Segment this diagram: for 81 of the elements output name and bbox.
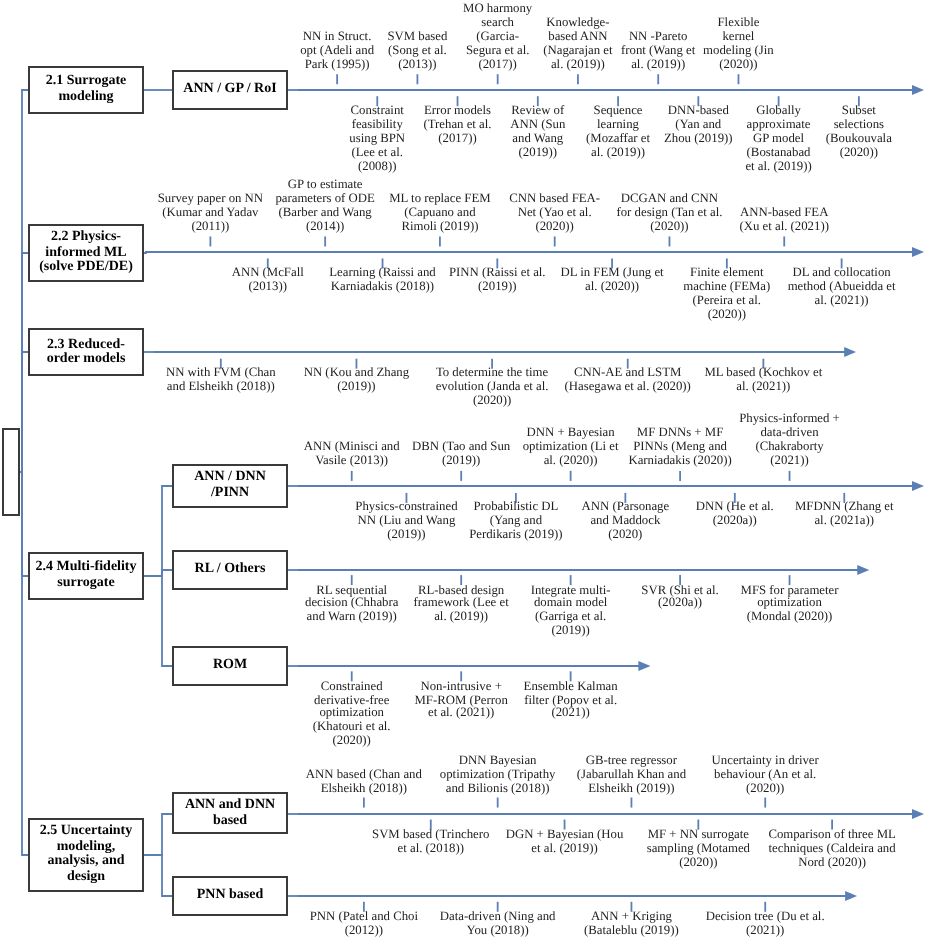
tick-line [569,670,572,683]
timeline-arrow [154,346,857,359]
tick-line [336,73,339,86]
timeline-arrow [298,480,924,493]
tick-line [725,257,728,270]
tick-line [439,235,441,248]
tick-line [515,492,517,504]
tick-line [429,818,432,831]
tick-line [460,670,463,683]
timeline-arrow [298,563,870,576]
timeline-arrow [154,246,924,259]
tick-line [553,235,556,248]
tick-line [405,492,408,504]
tick-line [630,900,633,913]
tick-line [679,470,681,482]
tick-line [840,257,843,270]
tick-line [630,796,633,809]
tick-line [376,95,379,108]
tick-line [416,73,419,86]
tick-line [350,470,353,482]
tick-line [456,95,459,108]
timeline-arrow [298,889,858,902]
tick-line [764,900,767,913]
tick-line [788,470,791,482]
tick-line [569,574,572,586]
tick-line [496,73,499,86]
tick-line [536,95,539,108]
tick-line [577,73,579,86]
tick-line [611,257,613,270]
connector-line [143,351,155,353]
timeline-arrow [298,807,924,820]
tick-line [460,470,463,482]
connector-line [19,471,29,856]
tick-line [350,670,353,683]
tick-line [788,574,791,586]
connector-line [287,813,299,815]
tick-line [831,818,833,831]
tick-line [355,357,358,370]
tick-line [363,796,365,809]
tick-line [783,235,786,248]
tick-line [496,796,499,809]
connector-line [143,89,173,91]
tick-line [624,492,627,504]
timeline-arrow [298,659,651,672]
tick-line [496,900,499,913]
tick-line [737,73,740,86]
tick-line [324,235,327,248]
tick-line [496,257,499,270]
tick-line [381,257,384,270]
tick-line [733,492,736,504]
tick-line [209,235,212,248]
tick-line [668,235,671,248]
root-box [2,428,20,517]
tick-line [363,900,365,913]
timeline-arrow [298,84,924,97]
connector-line [287,89,299,91]
connector-line [143,251,155,254]
tick-line [491,357,493,370]
tick-line [843,492,846,504]
tick-line [563,818,566,831]
connector-line [287,895,299,897]
connector-line [287,569,299,571]
tick-line [460,574,463,586]
connector-line [287,665,299,667]
tick-line [777,95,780,108]
connector-line [143,575,173,667]
connector-line [143,854,173,897]
tick-line [617,95,619,108]
tick-line [697,95,700,108]
tick-line [350,574,353,586]
tick-line [569,470,572,482]
tick-line [657,73,660,86]
connector-line [287,485,299,487]
tick-line [626,357,629,370]
tick-line [697,818,700,831]
tick-line [266,257,269,270]
tick-line [219,357,222,370]
tick-line [679,574,681,586]
tick-line [762,357,765,370]
tick-line [764,796,767,809]
tick-line [857,95,860,108]
